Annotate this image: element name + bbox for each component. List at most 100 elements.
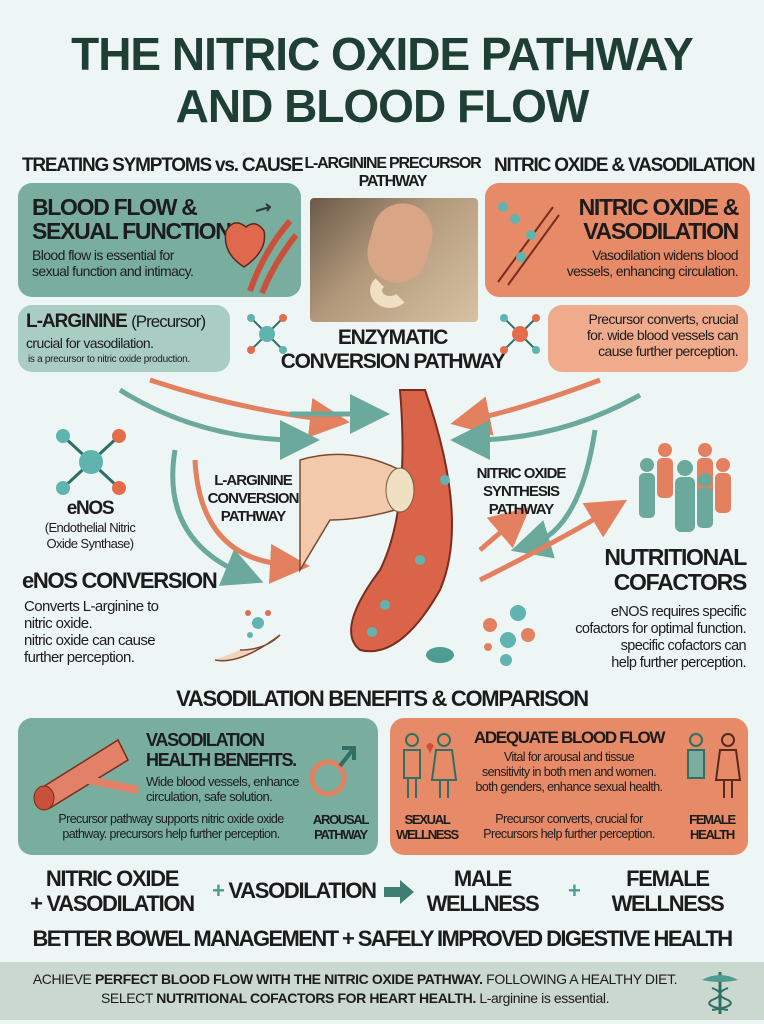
eq-line: NITRIC OXIDE — [45, 866, 180, 891]
text-line: nitric oxide can cause — [24, 632, 156, 649]
male-symbol-icon — [309, 746, 356, 797]
footer-bold: NUTRITIONAL COFACTORS FOR HEART HEALTH. — [156, 990, 476, 1006]
card-foot-line: pathway. precursors help further percept… — [62, 827, 280, 841]
molecule-icon — [247, 314, 287, 354]
label-line: WELLNESS — [396, 827, 459, 842]
card-foot-line: Precursor converts, crucial for — [495, 812, 643, 826]
card-text-line: Precursor converts, crucial — [588, 311, 738, 327]
card-text: crucial for vasodilation. — [26, 335, 154, 351]
label-line: L-ARGININE — [214, 472, 293, 489]
people-group-icon — [639, 443, 731, 532]
label-line: PATHWAY — [220, 508, 286, 525]
eq-line: WELLNESS — [611, 891, 725, 916]
eq-line: MALE — [453, 866, 512, 891]
card-text-line: both genders, enhance sexual health. — [475, 780, 663, 794]
card-text-line: Wide blood vessels, enhance — [146, 774, 300, 789]
adequate-blood-flow-card: ADEQUATE BLOOD FLOW Vital for arousal an… — [390, 718, 748, 855]
heart-vessel-icon — [224, 203, 299, 295]
label-line: PATHWAY — [314, 827, 368, 842]
card-text-line: Blood flow is essential for — [32, 247, 174, 263]
label-line: AROUSAL — [312, 812, 369, 827]
text-line: further perception. — [24, 649, 135, 666]
card-title-line: BLOOD FLOW & — [32, 194, 198, 220]
card-text-line: vessels, enhancing circulation. — [566, 263, 739, 279]
title-line: THE NITRIC OXIDE PATHWAY — [71, 28, 694, 80]
caduceus-icon — [702, 972, 738, 1014]
footer-part: L-arginine is essential. — [475, 990, 610, 1006]
equation-vasodilation: + VASODILATION — [212, 878, 377, 904]
arrow — [450, 377, 601, 436]
arrow — [450, 392, 642, 460]
text-line: Converts L-arginine to — [24, 598, 159, 615]
label-line: SEXUAL — [404, 812, 451, 827]
pathway-arrows — [118, 377, 642, 663]
text-line: help further perception. — [611, 655, 746, 671]
card-small-text: is a precursor to nitric oxide productio… — [28, 354, 190, 365]
text-line: nitric oxide. — [24, 615, 93, 632]
plus-sign: + — [212, 878, 225, 903]
arrow — [478, 499, 628, 583]
title-line: AND BLOOD FLOW — [175, 80, 590, 132]
eq-line: FEMALE — [626, 866, 710, 891]
arrow — [510, 429, 598, 559]
cashew-shape — [370, 273, 410, 308]
male-female-icon — [687, 733, 742, 798]
enos-molecule-icon — [56, 429, 126, 495]
arrow — [192, 459, 310, 584]
arrow — [170, 449, 264, 586]
arrow — [118, 387, 320, 460]
bowel-banner: BETTER BOWEL MANAGEMENT + SAFELY IMPROVE… — [32, 926, 733, 951]
enos-full: (Endothelial Nitric — [44, 520, 136, 535]
card-text-line: sensitivity in both men and women. — [481, 765, 657, 779]
card-foot: Precursor pathway supports nitric oxide … — [26, 812, 316, 842]
blood-flow-card: BLOOD FLOW &SEXUAL FUNCTION Blood flow i… — [18, 183, 301, 297]
header-left: TREATING SYMPTOMS vs. CAUSE — [22, 155, 304, 176]
footer-band: ACHIEVE PERFECT BLOOD FLOW WITH THE NITR… — [0, 962, 764, 1020]
card-foot-line: Precursor pathway supports nitric oxide … — [58, 812, 284, 826]
nitric-oxide-card: NITRIC OXIDE &VASODILATION Vasodilation … — [485, 183, 750, 297]
label-line: CONVERSION — [207, 490, 300, 507]
header-right: NITRIC OXIDE & VASODILATION — [494, 155, 756, 176]
card-title-line: HEALTH BENEFITS. — [146, 750, 297, 770]
equation-nitric-oxide: NITRIC OXIDE+ VASODILATION — [22, 866, 202, 916]
enos-name: eNOS — [66, 498, 115, 519]
card-text-line: Vasodilation widens blood — [592, 247, 738, 263]
card-title-suffix: (Precursor) — [131, 312, 206, 331]
vessel-molecules-icon — [497, 202, 560, 286]
label-line: CONVERSION PATHWAY — [280, 350, 506, 373]
card-title-bold: L-ARGININE — [26, 311, 128, 332]
card-title: L-ARGININE (Precursor) — [26, 311, 206, 333]
card-foot-line: Precursors help further perception. — [483, 827, 655, 841]
label-line: ENZYMATIC — [337, 326, 449, 349]
cashew-photo — [310, 196, 478, 322]
card-title-line: VASODILATION — [146, 730, 265, 750]
eq-line: + VASODILATION — [30, 891, 195, 916]
card-title-line: NITRIC OXIDE & — [578, 194, 740, 220]
enos-full: Oxide Synthase) — [46, 536, 134, 551]
label-line: FEMALE — [689, 812, 736, 827]
card-text-line: Vital for arousal and tissue — [503, 750, 635, 764]
l-arginine-card: L-ARGININE (Precursor) crucial for vasod… — [18, 305, 230, 372]
label-line: NITRIC OXIDE — [476, 465, 567, 482]
heading-line: COFACTORS — [613, 569, 748, 595]
arrow-right-icon — [384, 880, 414, 904]
molecule-icon — [500, 314, 540, 354]
card-text-line: for. wide blood vessels can — [586, 327, 739, 343]
